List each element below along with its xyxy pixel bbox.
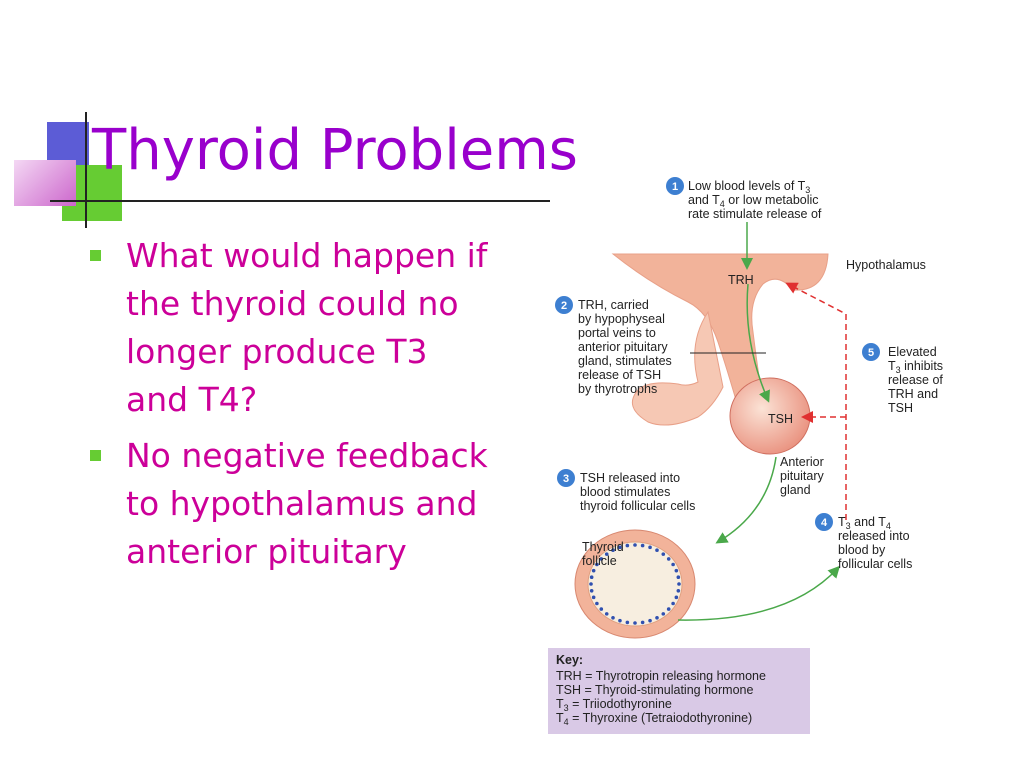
follicle-dot — [625, 543, 630, 548]
badge-1: 1 — [672, 181, 678, 193]
follicle-dot — [676, 588, 681, 593]
step3-line3: thyroid follicular cells — [580, 499, 695, 513]
step1-line2: and T4 or low metabolic — [688, 193, 819, 209]
decor-vertical-line — [85, 112, 87, 228]
follicle-dot — [625, 620, 630, 625]
key-line-trh: TRH = Thyrotropin releasing hormone — [556, 669, 766, 683]
key-heading: Key: — [556, 653, 583, 667]
follicle-dot — [674, 568, 679, 573]
follicle-dots — [589, 543, 681, 625]
bullet-marker-icon — [90, 250, 101, 261]
step2-line4: anterior pituitary — [578, 340, 668, 354]
slide-title: Thyroid Problems — [92, 118, 578, 183]
follicle-dot — [633, 621, 637, 625]
follicle-dot — [648, 618, 652, 623]
step5-line5: TSH — [888, 401, 913, 415]
bullet-list: What would happen if the thyroid could n… — [88, 232, 488, 584]
step2-line2: by hypophyseal — [578, 312, 665, 326]
feedback-line — [785, 282, 847, 520]
decor-blue-square — [47, 122, 89, 165]
follicle-dot — [589, 582, 593, 586]
step2-line5: gland, stimulates — [578, 354, 672, 368]
follicle-dot — [655, 615, 659, 620]
thyroid-feedback-diagram: 1 2 3 4 5 Low blood levels of T3 and T4 … — [538, 172, 958, 738]
label-anterior-pituitary-3: gland — [780, 483, 811, 497]
arrow-tsh-to-thyroid — [715, 456, 777, 544]
bullet-item: What would happen if the thyroid could n… — [88, 232, 488, 424]
follicle-dot — [591, 568, 596, 573]
step2-line7: by thyrotrophs — [578, 382, 657, 396]
step3-line2: blood stimulates — [580, 485, 670, 499]
follicle-dot — [661, 612, 666, 616]
follicle-dot — [595, 601, 599, 606]
follicle-dot — [666, 607, 671, 611]
label-trh: TRH — [728, 273, 754, 287]
follicle-dot — [677, 582, 681, 586]
step4-line2: released into — [838, 529, 910, 543]
step2-line6: release of TSH — [578, 368, 661, 382]
badge-4: 4 — [821, 517, 828, 529]
step1-line1: Low blood levels of T3 — [688, 179, 810, 195]
follicle-dot — [611, 615, 615, 620]
step4-line4: follicular cells — [838, 557, 912, 571]
follicle-dot — [618, 618, 622, 623]
badge-3: 3 — [563, 473, 569, 485]
step2-line3: portal veins to — [578, 326, 656, 340]
key-box — [548, 648, 810, 734]
follicle-dot — [618, 545, 622, 550]
key-line-tsh: TSH = Thyroid-stimulating hormone — [556, 683, 753, 697]
follicle-dot — [599, 557, 604, 561]
follicle-dot — [640, 620, 645, 625]
arrow-trh-to-tsh — [746, 283, 770, 403]
follicle-dot — [674, 595, 679, 600]
pituitary-stalk — [631, 310, 724, 426]
label-thyroid-follicle-1: Thyroid — [582, 540, 624, 554]
step4-line1: T3 and T4 — [838, 515, 891, 531]
bullet-text: No negative feedback to hypothalamus and… — [126, 436, 488, 571]
label-thyroid-follicle-2: follicle — [582, 554, 617, 568]
follicle-dot — [671, 562, 675, 567]
label-anterior-pituitary-2: pituitary — [780, 469, 825, 483]
bullet-marker-icon — [90, 450, 101, 461]
follicle-dot — [640, 543, 645, 548]
follicle-dot — [633, 543, 637, 547]
step5-line2: T3 inhibits — [888, 359, 943, 375]
follicle-dot — [604, 612, 609, 616]
follicle-dot — [611, 548, 615, 553]
follicle-dot — [595, 562, 599, 567]
label-tsh: TSH — [768, 412, 793, 426]
step4-line3: blood by — [838, 543, 886, 557]
follicle-dot — [661, 552, 666, 556]
badge-5: 5 — [868, 347, 874, 359]
follicle-dot — [671, 601, 675, 606]
decor-pink-square — [14, 160, 76, 206]
follicle-dot — [599, 607, 604, 611]
bullet-text: What would happen if the thyroid could n… — [126, 236, 488, 419]
key-line-t4: T4 = Thyroxine (Tetraiodothyronine) — [556, 711, 752, 727]
label-anterior-pituitary-1: Anterior — [780, 455, 824, 469]
step5-line4: TRH and — [888, 387, 938, 401]
bullet-item: No negative feedback to hypothalamus and… — [88, 432, 488, 576]
decor-horizontal-line — [50, 200, 550, 202]
follicle-dot — [648, 545, 652, 550]
step2-line1: TRH, carried — [578, 298, 649, 312]
follicle-dot — [676, 575, 681, 580]
badge-2: 2 — [561, 300, 567, 312]
step1-line3: rate stimulate release of — [688, 207, 822, 221]
follicle-dot — [666, 557, 671, 561]
key-line-t3: T3 = Triiodothyronine — [556, 697, 672, 713]
follicle-dot — [655, 548, 659, 553]
arrow-thyroid-to-blood — [677, 565, 841, 621]
follicle-dot — [589, 588, 594, 593]
follicle-dot — [591, 595, 596, 600]
step3-line1: TSH released into — [580, 471, 680, 485]
label-hypothalamus: Hypothalamus — [846, 258, 926, 272]
follicle-dot — [589, 575, 594, 580]
step5-line1: Elevated — [888, 345, 937, 359]
step5-line3: release of — [888, 373, 943, 387]
follicle-dot — [604, 552, 609, 556]
